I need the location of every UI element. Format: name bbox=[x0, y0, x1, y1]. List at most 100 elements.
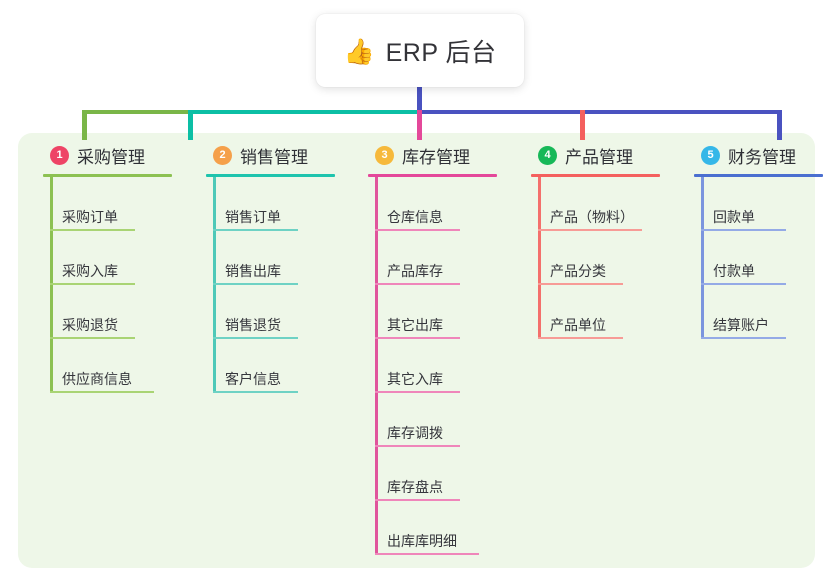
leaf-rule bbox=[50, 229, 135, 231]
leaf-list-4: 产品（物料） 产品分类产品单位 bbox=[518, 177, 680, 339]
connector-drop-3 bbox=[417, 110, 422, 140]
columns-container: 1 采购管理采购订单采购入库采购退货供应商信息 2 销售管理销售订单销售出库销售退货客… bbox=[18, 133, 823, 568]
leaf-item[interactable]: 出库库明细 bbox=[355, 501, 517, 555]
leaf-item[interactable]: 采购订单 bbox=[30, 177, 192, 231]
leaf-label: 销售出库 bbox=[225, 263, 281, 279]
leaf-rule bbox=[375, 445, 460, 447]
column-header-4[interactable]: 4 产品管理 bbox=[518, 133, 680, 177]
connector-bus-teal bbox=[190, 110, 421, 114]
leaf-label: 库存调拨 bbox=[387, 425, 443, 441]
column-采购管理: 1 采购管理采购订单采购入库采购退货供应商信息 bbox=[30, 133, 192, 393]
column-spine-1 bbox=[50, 177, 53, 393]
connector-drop-4 bbox=[580, 110, 585, 140]
leaf-list-2: 销售订单销售出库销售退货客户信息 bbox=[193, 177, 355, 393]
column-spine-3 bbox=[375, 177, 378, 555]
leaf-item[interactable]: 销售订单 bbox=[193, 177, 355, 231]
column-badge-2: 2 bbox=[213, 145, 232, 165]
column-销售管理: 2 销售管理销售订单销售出库销售退货客户信息 bbox=[193, 133, 355, 393]
column-产品管理: 4 产品管理产品（物料） 产品分类产品单位 bbox=[518, 133, 680, 339]
leaf-label: 供应商信息 bbox=[62, 371, 132, 387]
leaf-rule bbox=[213, 283, 298, 285]
leaf-item[interactable]: 结算账户 bbox=[681, 285, 839, 339]
leaf-item[interactable]: 付款单 bbox=[681, 231, 839, 285]
leaf-item[interactable]: 采购入库 bbox=[30, 231, 192, 285]
column-header-3[interactable]: 3 库存管理 bbox=[355, 133, 517, 177]
leaf-rule bbox=[701, 283, 786, 285]
leaf-rule bbox=[538, 229, 642, 231]
leaf-label: 产品分类 bbox=[550, 263, 606, 279]
leaf-label: 其它出库 bbox=[387, 317, 443, 333]
root-node-title: ERP 后台 bbox=[385, 38, 497, 67]
column-header-rule-3 bbox=[368, 174, 497, 177]
column-badge-3: 3 bbox=[375, 145, 394, 165]
leaf-item[interactable]: 库存调拨 bbox=[355, 393, 517, 447]
leaf-rule bbox=[213, 391, 298, 393]
leaf-item[interactable]: 回款单 bbox=[681, 177, 839, 231]
leaf-item[interactable]: 产品分类 bbox=[518, 231, 680, 285]
leaf-label: 销售退货 bbox=[225, 317, 281, 333]
leaf-rule bbox=[701, 337, 786, 339]
leaf-item[interactable]: 供应商信息 bbox=[30, 339, 192, 393]
column-title-1: 采购管理 bbox=[77, 147, 145, 167]
root-node-card[interactable]: 👍 ERP 后台 bbox=[316, 14, 524, 87]
leaf-item[interactable]: 其它入库 bbox=[355, 339, 517, 393]
leaf-rule bbox=[538, 283, 623, 285]
leaf-label: 销售订单 bbox=[225, 209, 281, 225]
column-header-2[interactable]: 2 销售管理 bbox=[193, 133, 355, 177]
column-spine-5 bbox=[701, 177, 704, 339]
leaf-rule bbox=[375, 499, 460, 501]
leaf-rule bbox=[375, 229, 460, 231]
leaf-rule bbox=[375, 391, 460, 393]
leaf-item[interactable]: 销售退货 bbox=[193, 285, 355, 339]
thumbs-up-icon: 👍 bbox=[343, 37, 375, 66]
leaf-rule bbox=[538, 337, 623, 339]
leaf-rule bbox=[375, 553, 479, 555]
leaf-item[interactable]: 销售出库 bbox=[193, 231, 355, 285]
column-header-rule-1 bbox=[43, 174, 172, 177]
connector-drop-5 bbox=[777, 110, 782, 140]
column-header-rule-2 bbox=[206, 174, 335, 177]
column-title-4: 产品管理 bbox=[565, 147, 633, 167]
column-库存管理: 3 库存管理仓库信息产品库存其它出库其它入库库存调拨库存盘点出库库明细 bbox=[355, 133, 517, 555]
leaf-label: 仓库信息 bbox=[387, 209, 443, 225]
leaf-rule bbox=[50, 283, 135, 285]
column-header-rule-4 bbox=[531, 174, 660, 177]
leaf-label: 采购入库 bbox=[62, 263, 118, 279]
leaf-item[interactable]: 采购退货 bbox=[30, 285, 192, 339]
connector-drop-1 bbox=[82, 110, 87, 140]
leaf-label: 回款单 bbox=[713, 209, 755, 225]
column-title-2: 销售管理 bbox=[240, 147, 308, 167]
leaf-label: 客户信息 bbox=[225, 371, 281, 387]
leaf-item[interactable]: 产品单位 bbox=[518, 285, 680, 339]
column-title-3: 库存管理 bbox=[402, 147, 470, 167]
column-badge-5: 5 bbox=[701, 145, 720, 165]
leaf-label: 采购退货 bbox=[62, 317, 118, 333]
leaf-rule bbox=[50, 391, 154, 393]
column-badge-1: 1 bbox=[50, 145, 69, 165]
leaf-rule bbox=[213, 229, 298, 231]
column-badge-4: 4 bbox=[538, 145, 557, 165]
column-spine-4 bbox=[538, 177, 541, 339]
leaf-rule bbox=[375, 283, 460, 285]
leaf-label: 产品库存 bbox=[387, 263, 443, 279]
leaf-label: 结算账户 bbox=[713, 317, 769, 333]
column-header-rule-5 bbox=[694, 174, 823, 177]
leaf-item[interactable]: 仓库信息 bbox=[355, 177, 517, 231]
leaf-label: 采购订单 bbox=[62, 209, 118, 225]
connector-drop-2 bbox=[188, 110, 193, 140]
leaf-item[interactable]: 库存盘点 bbox=[355, 447, 517, 501]
leaf-rule bbox=[50, 337, 135, 339]
leaf-item[interactable]: 其它出库 bbox=[355, 285, 517, 339]
leaf-item[interactable]: 产品（物料） bbox=[518, 177, 680, 231]
leaf-item[interactable]: 产品库存 bbox=[355, 231, 517, 285]
column-header-1[interactable]: 1 采购管理 bbox=[30, 133, 192, 177]
leaf-label: 库存盘点 bbox=[387, 479, 443, 495]
leaf-label: 其它入库 bbox=[387, 371, 443, 387]
connector-bus-purple bbox=[417, 110, 781, 114]
connector-bus-green bbox=[82, 110, 191, 114]
leaf-item[interactable]: 客户信息 bbox=[193, 339, 355, 393]
connector-stem bbox=[417, 87, 422, 112]
